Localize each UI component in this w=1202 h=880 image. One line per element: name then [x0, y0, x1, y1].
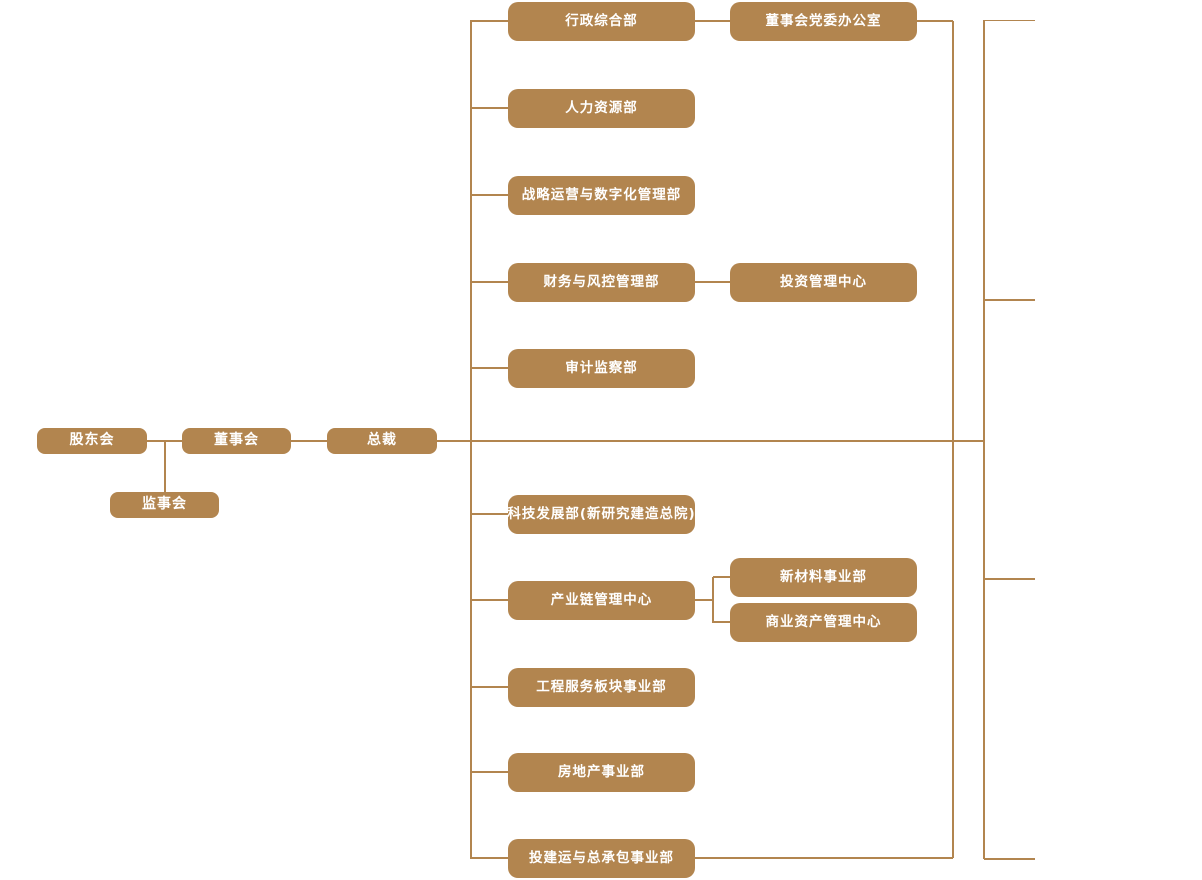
link-admin-party-office [695, 20, 730, 22]
link-board-president [291, 440, 327, 442]
link-supervisory-drop [164, 441, 166, 492]
link-trunk-engineering-services-division [471, 686, 508, 688]
bracket-new-materials [713, 576, 730, 578]
link-trunk-finance-risk-mgmt-dept [471, 281, 508, 283]
node-tech-development-dept: 科技发展部(新研究建造总院) [507, 494, 695, 534]
node-strategy-digital-mgmt-dept: 战略运营与数字化管理部 [508, 175, 695, 215]
link-party-office-right [917, 20, 953, 22]
node-engineering-services-division: 工程服务板块事业部 [508, 667, 695, 707]
stub-right-bottom [984, 858, 1035, 860]
link-president-main-trunk [437, 440, 984, 442]
bracket-industry-chain-h [695, 599, 713, 601]
link-epc-right [695, 857, 953, 859]
node-new-materials-division: 新材料事业部 [730, 557, 917, 597]
link-trunk-investment-construction-epc-division [471, 857, 508, 859]
link-trunk-audit-supervision-dept [471, 367, 508, 369]
node-commercial-asset-center: 商业资产管理中心 [730, 602, 917, 642]
node-investment-mgmt-center: 投资管理中心 [730, 262, 917, 302]
link-trunk-real-estate-division [471, 771, 508, 773]
node-board-party-office: 董事会党委办公室 [730, 1, 917, 41]
node-real-estate-division: 房地产事业部 [508, 752, 695, 792]
link-trunk-hr-dept [471, 107, 508, 109]
link-trunk-administrative-general-dept [471, 20, 508, 22]
bracket-industry-chain-v [712, 576, 714, 623]
node-administrative-general-dept: 行政综合部 [508, 1, 695, 41]
node-finance-risk-mgmt-dept: 财务与风控管理部 [508, 262, 695, 302]
trunk-right-inner [952, 21, 954, 858]
link-trunk-strategy-digital-mgmt-dept [471, 194, 508, 196]
trunk-departments-left [470, 20, 472, 859]
node-investment-construction-epc-division: 投建运与总承包事业部 [508, 838, 695, 878]
node-hr-dept: 人力资源部 [508, 88, 695, 128]
node-board-of-directors: 董事会 [182, 428, 291, 454]
link-trunk-tech-development-dept [471, 513, 508, 515]
stub-right-lower [984, 578, 1035, 580]
node-audit-supervision-dept: 审计监察部 [508, 348, 695, 388]
link-trunk-industry-chain-mgmt-center [471, 599, 508, 601]
link-finance-investment [695, 281, 730, 283]
trunk-right-outer [983, 20, 985, 859]
stub-right-top [984, 19, 1035, 21]
node-shareholders: 股东会 [37, 428, 147, 454]
node-supervisory-board: 监事会 [110, 492, 219, 518]
node-industry-chain-mgmt-center: 产业链管理中心 [508, 580, 695, 620]
stub-right-upper [984, 299, 1035, 301]
node-president: 总裁 [327, 428, 437, 454]
bracket-commercial-asset [713, 621, 730, 623]
